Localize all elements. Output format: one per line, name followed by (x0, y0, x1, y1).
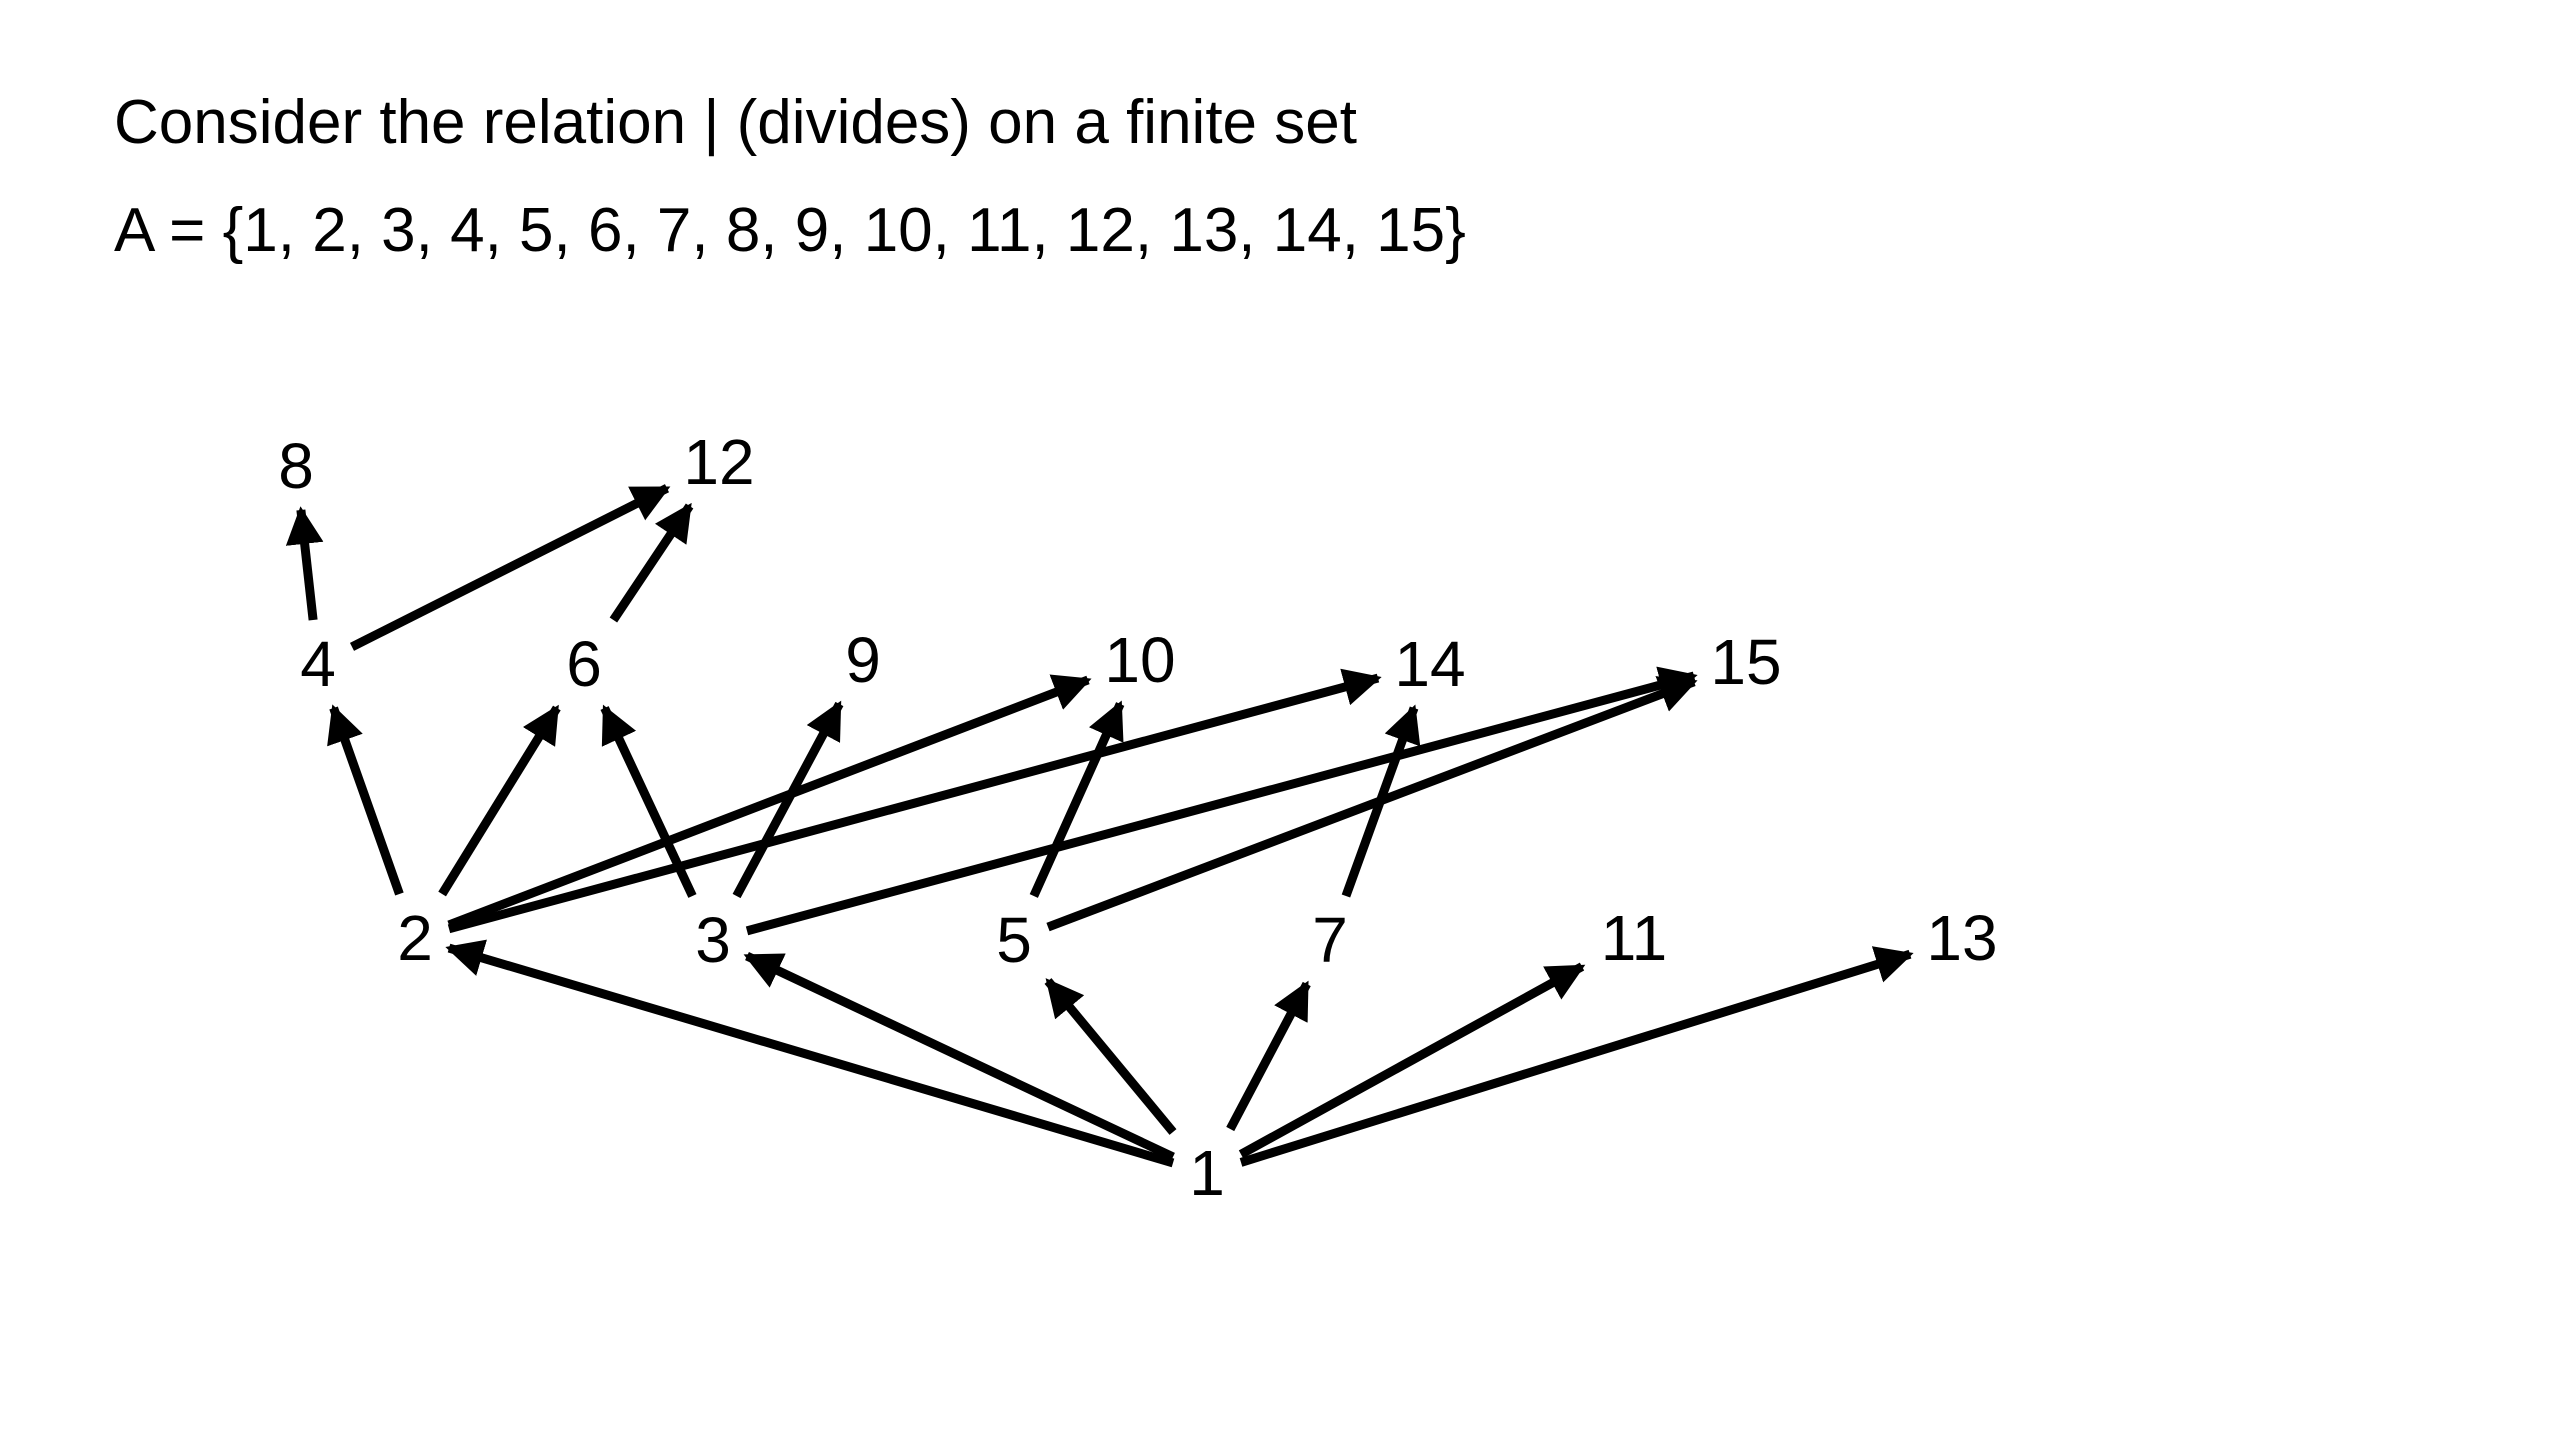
edge-3-to-6 (600, 704, 697, 898)
edge-7-to-14 (1341, 704, 1421, 898)
edge-1-to-7 (1226, 980, 1311, 1132)
edge-2-to-14 (447, 668, 1382, 934)
node-4: 4 (300, 628, 336, 700)
edge-1-to-11 (1238, 962, 1586, 1159)
edge-3-to-9 (732, 700, 844, 899)
edge-1-to-5 (1044, 978, 1177, 1135)
node-12: 12 (683, 426, 754, 498)
edge-1-to-13 (1239, 946, 1914, 1167)
edge-5-to-10 (1029, 700, 1125, 898)
edge-2-to-4 (327, 704, 404, 896)
node-10: 10 (1104, 624, 1175, 696)
node-7: 7 (1312, 904, 1348, 976)
node-11: 11 (1601, 902, 1667, 974)
edge-4-to-8 (285, 506, 324, 621)
edge-5-to-15 (1046, 676, 1698, 932)
node-15: 15 (1710, 626, 1781, 698)
node-8: 8 (278, 430, 314, 502)
edges (285, 484, 1914, 1168)
node-2: 2 (397, 902, 433, 974)
node-9: 9 (845, 624, 881, 696)
node-1: 1 (1189, 1137, 1225, 1209)
node-3: 3 (695, 904, 731, 976)
relation-statement: Consider the relation | (divides) on a f… (114, 88, 1357, 157)
edge-6-to-12 (609, 502, 694, 623)
edge-1-to-3 (743, 951, 1175, 1162)
edge-1-to-2 (445, 939, 1175, 1168)
node-13: 13 (1926, 902, 1997, 974)
set-definition: A = {1, 2, 3, 4, 5, 6, 7, 8, 9, 10, 11, … (114, 196, 1466, 265)
edge-2-to-10 (447, 674, 1092, 930)
edge-4-to-12 (349, 484, 671, 651)
node-6: 6 (566, 628, 602, 700)
edge-2-to-6 (438, 704, 561, 897)
edge-3-to-15 (745, 666, 1698, 936)
node-14: 14 (1394, 628, 1465, 700)
node-5: 5 (996, 904, 1032, 976)
